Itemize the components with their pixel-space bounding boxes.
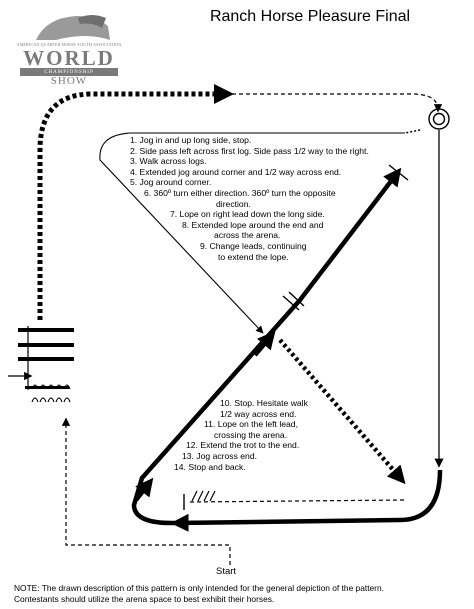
cone-marker <box>428 108 450 130</box>
step-line: 6. 360º turn either direction. 360º turn… <box>144 187 336 198</box>
aqhya-world-show-logo: AMERICAN QUARTER HORSE YOUTH ASSOCIATION… <box>16 10 122 88</box>
step-line: 3. Walk across logs. <box>130 156 207 167</box>
entry-dashed-path <box>61 417 231 565</box>
step-line: 1/2 way across end. <box>220 408 297 419</box>
step-line: across the arena. <box>214 230 281 241</box>
logo-show-text: SHOW <box>50 75 88 87</box>
footer-note-line-1: NOTE: The drawn description of this patt… <box>14 583 384 593</box>
step-line: 1. Jog in and up long side, stop. <box>130 135 252 145</box>
left-lead-dotted-path <box>278 338 406 485</box>
step-line: direction. <box>216 198 251 209</box>
step-line: 12. Extend the trot to the end. <box>186 440 300 451</box>
step-line: to extend the lope. <box>218 251 289 262</box>
step-line: 10. Stop. Hesitate walk <box>220 398 308 408</box>
side-pass-marks <box>8 371 71 403</box>
turn-dotted-path <box>404 129 421 134</box>
page-title: Ranch Horse Pleasure Final <box>209 8 411 25</box>
step-line: 7. Lope on right lead down the long side… <box>170 209 325 220</box>
start-label: Start <box>216 566 237 577</box>
logs-obstacle <box>18 326 74 390</box>
step-line: 4. Extended jog around corner and 1/2 wa… <box>130 166 342 177</box>
stop-and-back-mark <box>183 490 216 510</box>
step-line: 14. Stop and back. <box>174 461 246 472</box>
diagonal-arrow-mid <box>253 330 276 357</box>
step-line: 11. Lope on the left lead, <box>204 419 298 430</box>
jog-end-dashed-path <box>189 499 405 503</box>
step-line: 8. Extended lope around the end and <box>182 219 324 230</box>
logo-world-text: WORLD <box>23 46 115 70</box>
callout-line <box>99 132 405 334</box>
pattern-steps-bottom: 10. Stop. Hesitate walk 1/2 way across e… <box>174 398 374 472</box>
footer-note: NOTE: The drawn description of this patt… <box>14 583 469 604</box>
footer-note-line-2: Contestants should utilize the arena spa… <box>14 593 275 604</box>
logo-association-text: AMERICAN QUARTER HORSE YOUTH ASSOCIATION <box>16 42 122 47</box>
stop-tick-top <box>388 164 409 181</box>
step-line: 2. Side pass left across first log. Side… <box>130 145 369 156</box>
step-line: 9. Change leads, continuing <box>200 240 307 251</box>
step-line: 5. Jog around corner. <box>130 177 212 188</box>
step-line: crossing the arena. <box>214 429 288 440</box>
step-line: 13. Jog across end. <box>182 450 258 461</box>
extended-lope-bottom-path <box>170 469 443 532</box>
horse-head-emblem <box>20 15 118 76</box>
logo-championship-text: CHAMPIONSHIP <box>44 70 94 75</box>
pattern-steps-top: 1. Jog in and up long side, stop. 2. Sid… <box>130 135 430 262</box>
diagonal-arrow-start <box>134 477 154 502</box>
jog-dotted-path <box>37 84 234 320</box>
corner-dashed-path <box>232 93 443 113</box>
lead-change-mark <box>282 291 305 311</box>
